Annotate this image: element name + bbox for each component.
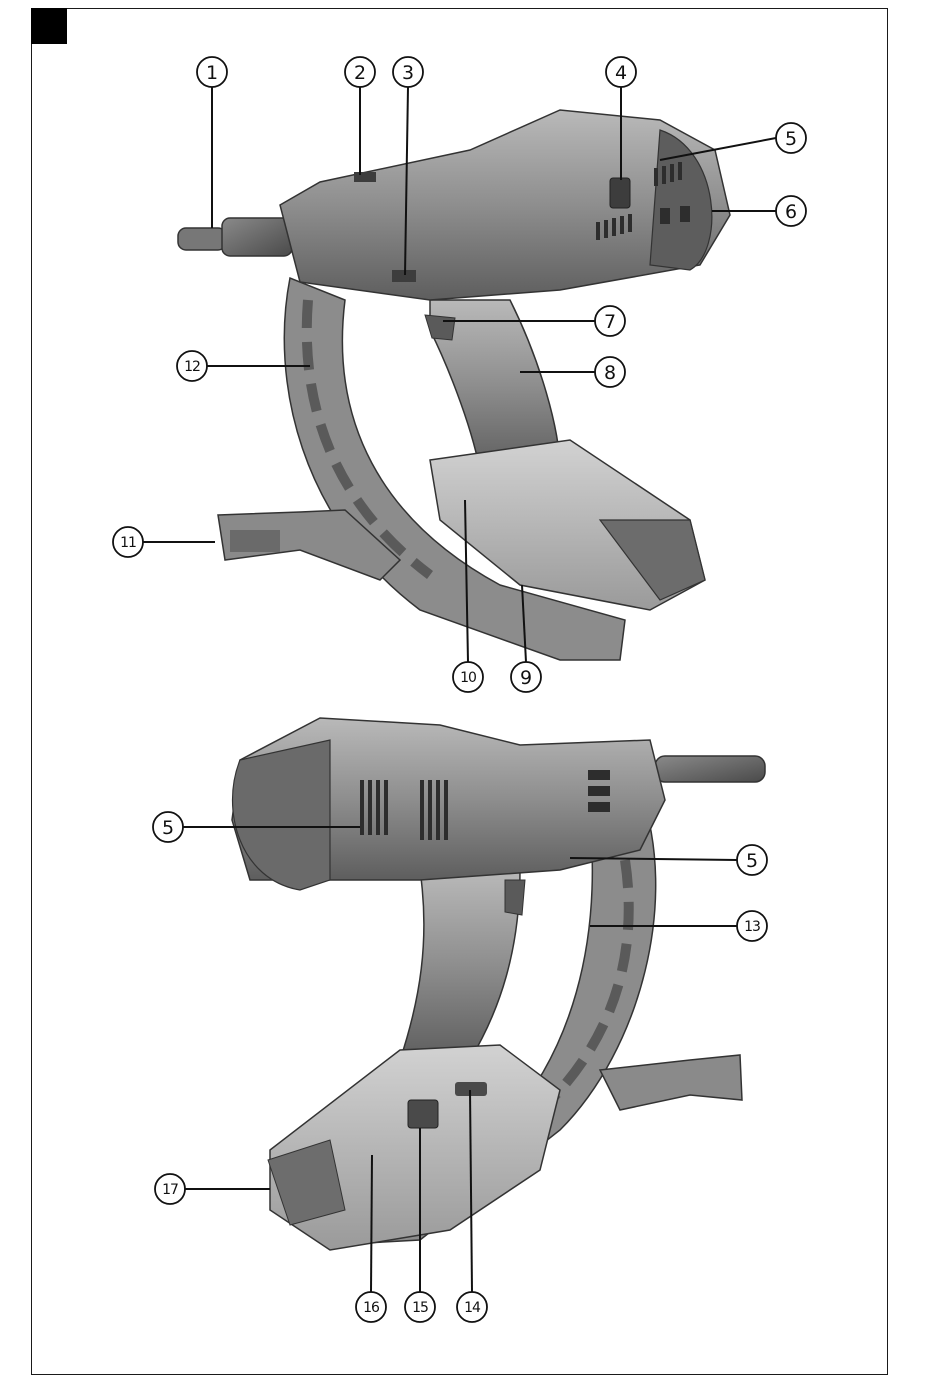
callout-5-bottom-right: 5 [737, 845, 767, 875]
svg-text:11: 11 [120, 535, 136, 551]
callout-5-bottom-left: 5 [153, 812, 183, 842]
callout-3: 3 [393, 57, 423, 87]
svg-text:17: 17 [162, 1182, 178, 1198]
callout-8: 8 [595, 357, 625, 387]
svg-text:14: 14 [464, 1300, 481, 1316]
svg-text:5: 5 [162, 817, 174, 839]
svg-text:8: 8 [604, 362, 616, 384]
callout-10: 10 [453, 662, 483, 692]
svg-text:2: 2 [354, 62, 366, 84]
callout-5-top: 5 [776, 123, 806, 153]
callout-15: 15 [405, 1292, 435, 1322]
svg-text:16: 16 [363, 1300, 380, 1316]
svg-text:3: 3 [402, 62, 414, 84]
svg-text:9: 9 [520, 667, 532, 689]
svg-text:15: 15 [412, 1300, 428, 1316]
callout-14: 14 [457, 1292, 487, 1322]
svg-text:1: 1 [206, 62, 218, 84]
tool-illustration-right-view [178, 110, 730, 660]
callout-9: 9 [511, 662, 541, 692]
callout-1: 1 [197, 57, 227, 87]
callout-12: 12 [177, 351, 207, 381]
svg-text:4: 4 [615, 62, 627, 84]
svg-text:6: 6 [785, 201, 797, 223]
callout-17: 17 [155, 1174, 185, 1204]
callout-7: 7 [595, 306, 625, 336]
callout-6: 6 [776, 196, 806, 226]
svg-text:10: 10 [460, 670, 476, 686]
callout-13: 13 [737, 911, 767, 941]
callout-11: 11 [113, 527, 143, 557]
tool-illustration-left-view [232, 718, 765, 1250]
callout-4: 4 [606, 57, 636, 87]
svg-text:5: 5 [746, 850, 758, 872]
svg-text:13: 13 [744, 919, 760, 935]
callout-16: 16 [356, 1292, 386, 1322]
svg-text:12: 12 [184, 359, 200, 375]
svg-text:5: 5 [785, 128, 797, 150]
svg-text:7: 7 [604, 311, 616, 333]
callout-2: 2 [345, 57, 375, 87]
